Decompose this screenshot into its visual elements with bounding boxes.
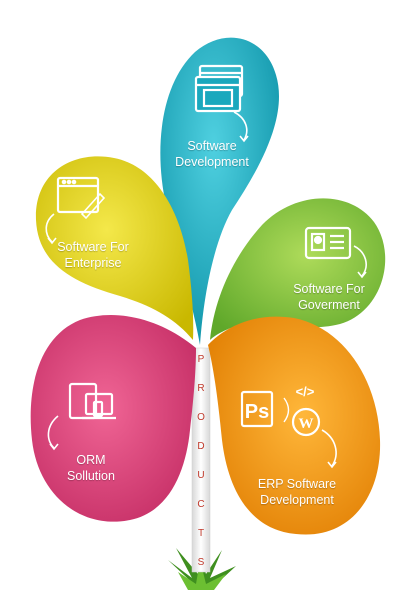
label-line-1: ORM (76, 453, 106, 467)
products-letter: R (197, 383, 205, 394)
ps-code-wordpress-icon: Ps </> W (240, 384, 337, 469)
devices-icon (47, 382, 116, 451)
label-line-2: Goverment (298, 298, 360, 312)
products-letter: U (197, 470, 205, 481)
label-line-2: Enterprise (64, 256, 122, 270)
products-letter: S (197, 557, 205, 568)
label-software-development: Software Development (174, 138, 250, 170)
edit-window-icon (45, 176, 106, 245)
products-letter: O (197, 412, 205, 423)
label-line-2: Sollution (67, 469, 115, 483)
products-letter: P (197, 354, 205, 365)
label-line-1: Software For (57, 240, 129, 254)
browser-windows-icon (194, 64, 249, 143)
petal-software-development (160, 37, 279, 345)
label-line-1: Software (187, 139, 237, 153)
code-brackets-text: </> (296, 384, 315, 399)
products-letter: C (197, 499, 205, 510)
wordpress-logo-text: W (299, 416, 314, 432)
products-vertical-label: P R O D U C T S (194, 354, 208, 569)
stem-bar (191, 347, 211, 573)
products-letter: T (197, 528, 205, 539)
photoshop-logo-text: Ps (245, 401, 269, 423)
label-erp-software-development: ERP Software Development (252, 476, 342, 508)
label-orm-solution: ORM Sollution (58, 452, 124, 484)
products-letter: D (197, 441, 205, 452)
label-line-1: Software For (293, 282, 365, 296)
id-card-icon (304, 226, 367, 279)
label-line-1: ERP Software (257, 477, 337, 491)
label-line-2: Development (260, 493, 334, 507)
petal-software-for-enterprise (35, 156, 194, 340)
petal-software-for-government (210, 198, 386, 340)
label-software-for-government: Software For Goverment (284, 281, 374, 313)
label-software-for-enterprise: Software For Enterprise (48, 239, 138, 271)
label-line-2: Development (175, 155, 249, 169)
